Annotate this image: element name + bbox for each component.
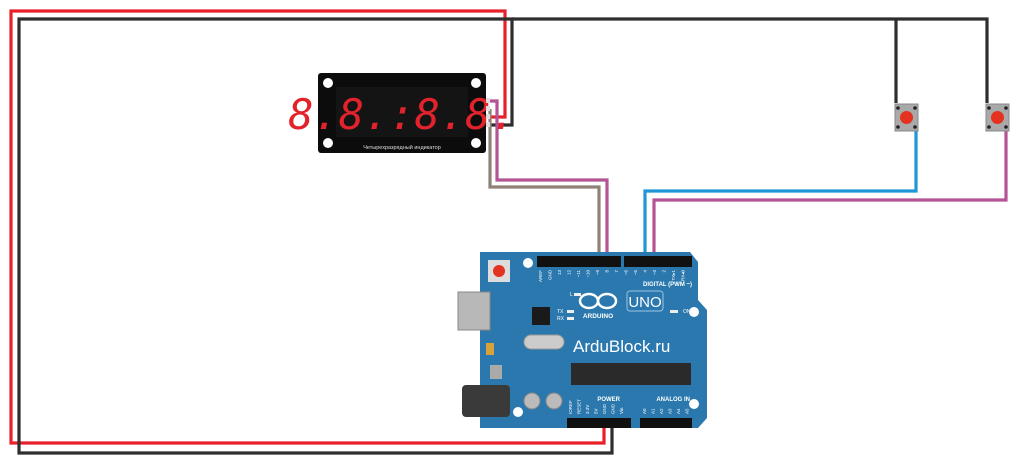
- reset-button[interactable]: [493, 265, 505, 277]
- pin-label: A3: [668, 408, 673, 414]
- power-header: [567, 418, 631, 428]
- wire-purple-dio: [490, 99, 609, 260]
- logo-text: ARDUINO: [583, 313, 613, 320]
- pin-label: GND: [548, 269, 553, 280]
- wire-blue-button1: [643, 131, 918, 260]
- model-label: UNO: [628, 294, 661, 311]
- pin-label: ~3: [652, 270, 657, 276]
- capacitor: [545, 392, 563, 410]
- pin-label: ~5: [633, 270, 638, 276]
- usb-chip: [532, 307, 550, 325]
- pin-label: 3.3V: [585, 405, 590, 414]
- led-l-label: L: [570, 292, 573, 298]
- pin-label: 4: [643, 270, 648, 273]
- push-button-2[interactable]: [985, 103, 1010, 132]
- pin-label: A5: [685, 408, 690, 414]
- pin-label: ~6: [624, 270, 629, 276]
- wire-brown-clk: [488, 109, 601, 260]
- pin-label: A1: [651, 408, 656, 414]
- analog-header-label: ANALOG IN: [656, 397, 690, 403]
- pin-label: ~9: [595, 270, 600, 276]
- pin-label: 12: [567, 270, 572, 276]
- pin-label: 13: [557, 270, 562, 276]
- pin-label: RESET: [577, 399, 582, 414]
- arduino-logo: ARDUINO: [578, 292, 618, 320]
- push-button-1[interactable]: [894, 103, 919, 132]
- push-button-icon: [900, 111, 913, 124]
- pin-label: GND: [611, 403, 616, 414]
- display-caption: Четырехразрядный индикатор: [363, 144, 441, 151]
- pin-label: A4: [676, 408, 681, 414]
- pin-label: A2: [659, 408, 664, 414]
- microcontroller-chip: [571, 363, 691, 385]
- led-rx-label: RX: [557, 316, 565, 322]
- pin-label: IOREF: [568, 400, 573, 414]
- four-digit-display: 8.8.:8.8. Четырехразрядный индикатор: [288, 73, 516, 153]
- digital-header-label: DIGITAL (PWM ~): [643, 282, 692, 288]
- pin-label: TX▸1: [671, 270, 676, 281]
- pin-label: ~11: [576, 270, 581, 278]
- display-digits: 8.8.:8.8.: [288, 90, 516, 139]
- push-button-icon: [991, 111, 1004, 124]
- wire-red-5v: [9, 9, 606, 445]
- digital-header-left: [537, 256, 621, 267]
- pin-label: ~10: [586, 270, 591, 278]
- digital-header-right: [624, 256, 692, 267]
- pin-label: 5V: [594, 408, 599, 414]
- pin-label: 8: [605, 270, 610, 273]
- led-tx-label: TX: [557, 309, 564, 315]
- crystal: [523, 334, 565, 350]
- led-on-label: ON: [683, 309, 691, 315]
- usb-port: [457, 291, 491, 331]
- power-header-label: POWER: [597, 397, 620, 403]
- digital-pin-labels: AREF GND 13 12 ~11 ~10 ~9 8 7 ~6 ~5 4 ~3 2 TX▸1 RX◂0: [538, 269, 686, 282]
- pin-label: GND: [602, 403, 607, 414]
- analog-header: [640, 418, 692, 428]
- wire-purple-button2: [652, 131, 1008, 260]
- pin-label: Vin: [619, 407, 624, 414]
- wire-black-gnd: [17, 17, 614, 455]
- arduino-uno-board: AREF GND 13 12 ~11 ~10 ~9 8 7 ~6 ~5 4 ~3 2 TX▸1 RX◂0 IO…: [457, 252, 707, 428]
- pin-label: RX◂0: [681, 270, 686, 282]
- pin-label: 7: [614, 270, 619, 273]
- wire-black-buttons: [512, 17, 989, 103]
- power-jack: [462, 385, 510, 417]
- brand-text: ArduBlock.ru: [573, 337, 670, 356]
- capacitor: [523, 392, 541, 410]
- pin-label: AREF: [538, 270, 543, 282]
- pin-label: A0: [642, 408, 647, 414]
- pin-label: 2: [662, 270, 667, 273]
